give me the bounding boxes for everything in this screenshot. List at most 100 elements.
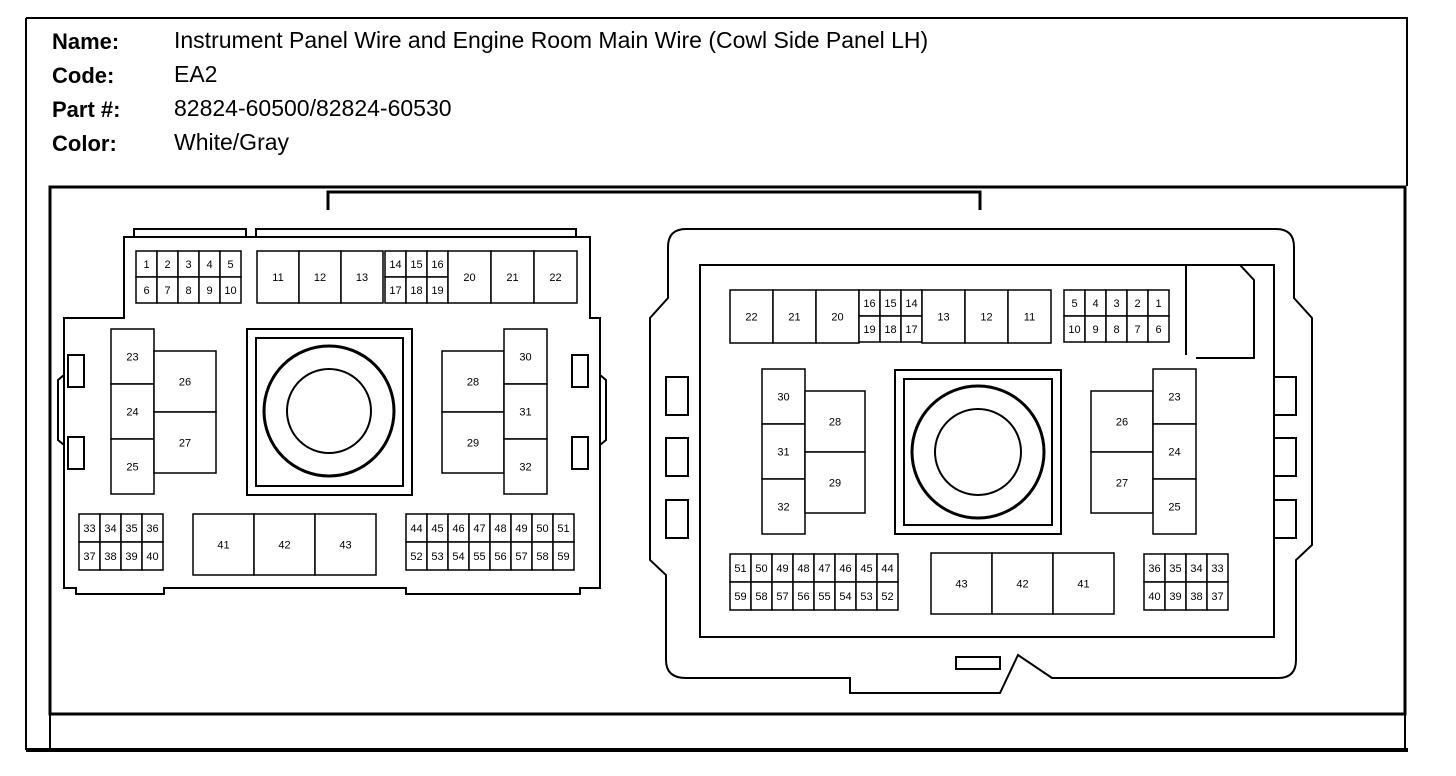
terminal-cell (772, 289, 817, 344)
terminal-number: 44 (881, 563, 893, 575)
terminal-cell (991, 552, 1054, 615)
terminal-number: 10 (224, 285, 236, 297)
right-connector-body (649, 228, 1313, 694)
terminal-number: 17 (905, 324, 917, 336)
terminal-number: 3 (1113, 298, 1119, 310)
terminal-number: 36 (1148, 563, 1160, 575)
terminal-cell (503, 383, 548, 440)
terminal-number: 34 (104, 523, 116, 535)
terminal-number: 42 (278, 540, 290, 552)
terminal-number: 6 (1155, 324, 1161, 336)
terminal-number: 26 (179, 377, 191, 389)
terminal-number: 8 (1113, 324, 1119, 336)
code-label: Code: (52, 63, 115, 88)
terminal-cell (192, 513, 255, 576)
terminal-number: 25 (1168, 502, 1180, 514)
terminal-number: 49 (776, 563, 788, 575)
terminal-number: 19 (863, 324, 875, 336)
terminal-number: 58 (755, 591, 767, 603)
color-label: Color: (52, 131, 117, 156)
terminal-number: 56 (797, 591, 809, 603)
left-connector-body (57, 228, 607, 595)
terminal-number: 2 (1134, 298, 1140, 310)
page-frame (25, 17, 1408, 752)
terminal-number: 8 (185, 285, 191, 297)
code-value: EA2 (174, 61, 218, 87)
terminal-number: 30 (519, 352, 531, 364)
terminal-cell (153, 411, 217, 474)
terminal-number: 29 (467, 438, 479, 450)
terminal-number: 33 (1211, 563, 1223, 575)
terminal-cell (1090, 451, 1154, 514)
terminal-number: 4 (1092, 298, 1098, 310)
terminal-cell (503, 438, 548, 495)
name-value: Instrument Panel Wire and Engine Room Ma… (174, 27, 929, 53)
terminal-number: 14 (905, 298, 917, 310)
terminal-number: 45 (860, 563, 872, 575)
terminal-number: 51 (557, 523, 569, 535)
terminal-number: 16 (863, 298, 875, 310)
terminal-number: 18 (884, 324, 896, 336)
terminal-cell (1152, 478, 1197, 535)
terminal-number: 20 (463, 272, 475, 284)
terminal-number: 6 (143, 285, 149, 297)
terminal-number: 54 (839, 591, 851, 603)
terminal-number: 41 (217, 540, 229, 552)
terminal-number: 3 (185, 259, 191, 271)
terminal-number: 45 (431, 523, 443, 535)
terminal-cell (340, 250, 384, 304)
terminal-cell (110, 383, 155, 440)
terminal-number: 7 (1134, 324, 1140, 336)
terminal-number: 52 (410, 551, 422, 563)
terminal-number: 19 (431, 285, 443, 297)
terminal-number: 28 (829, 417, 841, 429)
terminal-number: 23 (126, 352, 138, 364)
terminal-number: 27 (1116, 478, 1128, 490)
terminal-number: 23 (1168, 392, 1180, 404)
terminal-number: 50 (536, 523, 548, 535)
terminal-number: 48 (797, 563, 809, 575)
terminal-number: 37 (83, 551, 95, 563)
terminal-number: 22 (549, 272, 561, 284)
terminal-cell (1152, 423, 1197, 480)
terminal-number: 26 (1116, 417, 1128, 429)
terminal-number: 31 (519, 407, 531, 419)
terminal-number: 43 (955, 579, 967, 591)
terminal-cell (503, 328, 548, 385)
terminal-number: 10 (1068, 324, 1080, 336)
terminal-number: 53 (860, 591, 872, 603)
terminal-number: 21 (506, 272, 518, 284)
terminal-number: 56 (494, 551, 506, 563)
terminal-cell (761, 478, 806, 535)
terminal-number: 34 (1190, 563, 1202, 575)
terminal-number: 29 (829, 478, 841, 490)
terminal-number: 31 (777, 447, 789, 459)
terminal-number: 17 (389, 285, 401, 297)
terminal-cell (761, 423, 806, 480)
terminal-cell (930, 552, 993, 615)
terminal-number: 5 (1071, 298, 1077, 310)
terminal-cell (964, 289, 1009, 344)
name-label: Name: (52, 29, 120, 54)
terminal-number: 48 (494, 523, 506, 535)
terminal-number: 53 (431, 551, 443, 563)
terminal-cell (219, 276, 242, 304)
terminal-cell (804, 451, 866, 514)
terminal-number: 7 (164, 285, 170, 297)
terminal-cell (1206, 581, 1229, 611)
terminal-number: 1 (143, 259, 149, 271)
terminal-number: 16 (431, 259, 443, 271)
terminal-number: 57 (515, 551, 527, 563)
terminal-cell (256, 250, 300, 304)
terminal-number: 43 (339, 540, 351, 552)
terminal-number: 13 (937, 312, 949, 324)
terminal-number: 41 (1077, 579, 1089, 591)
terminal-number: 5 (227, 259, 233, 271)
terminal-number: 20 (831, 312, 843, 324)
part-label: Part #: (52, 97, 121, 122)
terminal-cell (1152, 368, 1197, 425)
terminal-number: 38 (104, 551, 116, 563)
terminal-number: 35 (1169, 563, 1181, 575)
terminal-cell (876, 581, 899, 611)
terminal-number: 55 (818, 591, 830, 603)
